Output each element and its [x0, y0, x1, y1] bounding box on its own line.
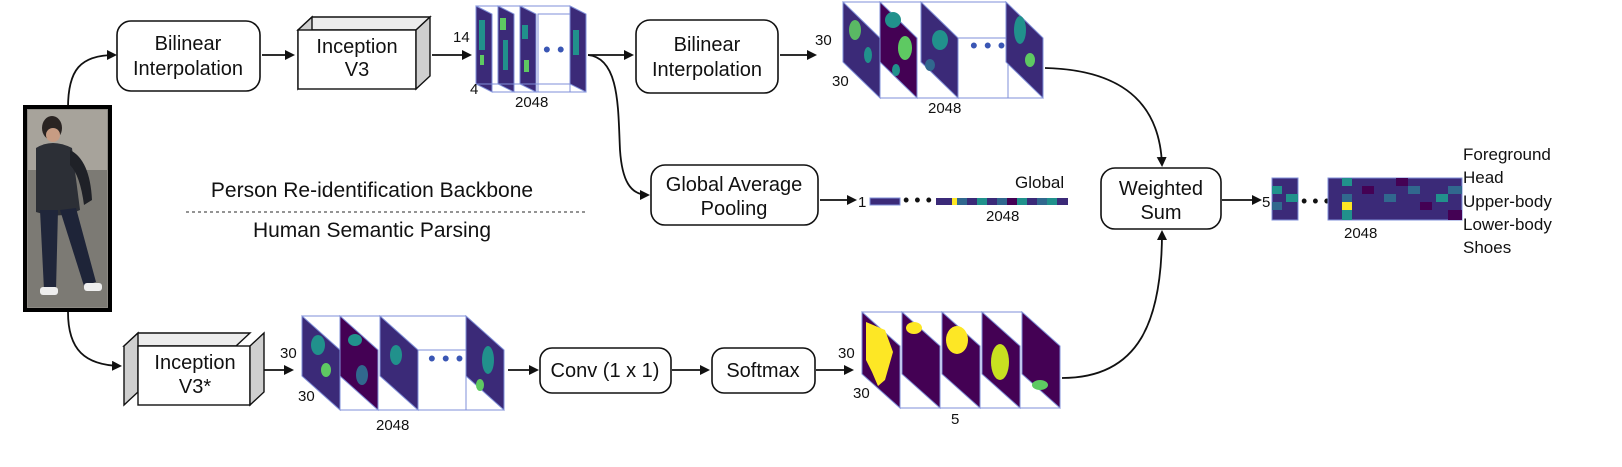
label-shoes: Shoes	[1463, 238, 1511, 257]
fm-small-slice-3	[519, 5, 537, 93]
global-ellipsis: • • •	[903, 190, 932, 210]
inception-bottom-line2: V3*	[179, 376, 211, 398]
fm-bottom-height: 30	[280, 345, 297, 362]
inception-cube-top: Inception V3	[296, 15, 432, 91]
edge-input-to-inception-bottom	[67, 311, 122, 371]
inception-top-line1: Inception	[316, 36, 397, 58]
section-reid-backbone: Person Re-identification Backbone	[211, 179, 533, 202]
label-lower-body: Lower-body	[1463, 215, 1552, 234]
output-left-block	[1271, 177, 1299, 221]
fm-small-slice-last	[569, 5, 587, 93]
fm-up-height: 30	[815, 32, 832, 49]
prob-height: 30	[838, 345, 855, 362]
bilinear-2-line2: Interpolation	[652, 59, 762, 81]
global-cols: 2048	[986, 208, 1019, 225]
global-rows: 1	[858, 194, 866, 211]
feature-map-upsampled: • • • 30 30 2048	[815, 0, 1044, 117]
conv-box: Conv (1 x 1)	[539, 347, 672, 394]
softmax-box: Softmax	[711, 347, 816, 394]
label-head: Head	[1463, 168, 1504, 187]
fm-bottom-width: 30	[298, 388, 315, 405]
section-human-parsing: Human Semantic Parsing	[253, 219, 491, 242]
global-vector: 1 • • • Global 2048	[858, 173, 1068, 225]
output-labels: Foreground Head Upper-body Lower-body Sh…	[1463, 145, 1552, 257]
gap-line1: Global Average	[666, 174, 802, 196]
output-matrix: 5 • • • 2048	[1262, 177, 1463, 242]
gap-box: Global Average Pooling	[650, 164, 819, 226]
label-foreground: Foreground	[1463, 145, 1551, 164]
prob-width: 30	[853, 385, 870, 402]
bilinear-2-line1: Bilinear	[674, 34, 741, 56]
prob-channels: 5	[951, 411, 959, 428]
fm-small-height: 14	[453, 29, 470, 46]
inception-cube-bottom: Inception V3*	[122, 331, 265, 407]
fm-small-channels: 2048	[515, 94, 548, 111]
edge-features-to-gap	[587, 54, 650, 200]
probability-maps: 30 30 5	[838, 310, 1061, 428]
inception-bottom-line1: Inception	[154, 352, 235, 374]
fm-bottom-ellipsis: • • •	[428, 346, 463, 371]
conv-label: Conv (1 x 1)	[551, 360, 660, 382]
global-vector-cells	[936, 198, 1068, 205]
fm-up-channels: 2048	[928, 100, 961, 117]
softmax-label: Softmax	[726, 360, 799, 382]
label-upper-body: Upper-body	[1463, 192, 1552, 211]
weighted-sum-box: Weighted Sum	[1100, 167, 1222, 230]
bilinear-box-1: Bilinear Interpolation	[116, 20, 261, 92]
inception-top-line2: V3	[345, 59, 369, 81]
global-label: Global	[1015, 173, 1064, 192]
output-right-block	[1327, 177, 1463, 221]
edge-probs-to-weighted	[1061, 230, 1167, 379]
fm-up-width: 30	[832, 73, 849, 90]
fm-up-ellipsis: • • •	[970, 33, 1005, 58]
gap-line2: Pooling	[701, 198, 768, 220]
edge-input-to-bilinear	[67, 50, 117, 109]
out-ellipsis: • • •	[1301, 191, 1330, 211]
input-image	[23, 105, 112, 312]
person-photo-icon	[36, 116, 102, 295]
edge-upsampled-to-weighted	[1044, 67, 1167, 167]
fm-small-slice-2	[497, 5, 515, 93]
weighted-sum-line2: Sum	[1140, 202, 1181, 224]
feature-map-bottom: • • • 30 30 2048	[280, 314, 505, 434]
out-cols: 2048	[1344, 225, 1377, 242]
fm-bottom-channels: 2048	[376, 417, 409, 434]
feature-map-small: • • • 14 4 2048	[453, 5, 587, 111]
bilinear-1-line1: Bilinear	[155, 33, 222, 55]
fm-small-slice-1	[475, 5, 493, 93]
bilinear-1-line2: Interpolation	[133, 58, 243, 80]
bilinear-box-2: Bilinear Interpolation	[635, 19, 779, 94]
fm-small-width: 4	[470, 81, 478, 98]
weighted-sum-line1: Weighted	[1119, 178, 1203, 200]
out-rows: 5	[1262, 194, 1270, 211]
